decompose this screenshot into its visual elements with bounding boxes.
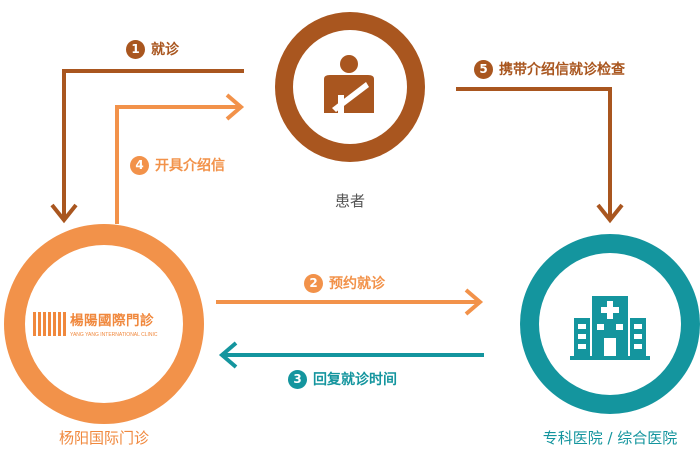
arrow-hospital-to-clinic: [218, 341, 484, 369]
clinic-logo-text: 楊陽國際門診 YANG YANG INTERNATIONAL CLINIC: [70, 313, 170, 339]
step-3-number: 3: [288, 369, 307, 389]
step-3-text: 回复就诊时间: [313, 372, 397, 388]
clinic-name: 杨阳国际门诊: [58, 429, 149, 447]
step-4-number: 4: [130, 155, 149, 175]
hospital-name: 专科医院 / 综合医院: [542, 429, 678, 447]
hospital-icon: [570, 296, 650, 360]
step-5-label: 5 携带介绍信就诊检查: [474, 59, 625, 79]
step-1-label: 1 就诊: [126, 39, 179, 59]
arrow-patient-to-clinic: [50, 69, 244, 224]
step-1-number: 1: [126, 39, 145, 59]
step-4-text: 开具介绍信: [155, 158, 225, 174]
clinic-node: [4, 224, 204, 424]
clinic-logo-english: YANG YANG INTERNATIONAL CLINIC: [70, 332, 158, 338]
hospital-node: [520, 234, 700, 414]
step-1-text: 就诊: [151, 42, 179, 58]
step-2-number: 2: [304, 273, 323, 293]
patient-icon: [324, 55, 374, 113]
arrow-clinic-to-hospital: [216, 288, 484, 316]
step-2-label: 2 预约就诊: [304, 273, 385, 293]
arrow-patient-to-hospital: [456, 87, 624, 224]
clinic-logo-chinese: 楊陽國際門診: [70, 313, 154, 329]
step-2-text: 预约就诊: [329, 276, 385, 292]
clinic-logo-icon: [33, 312, 66, 346]
step-4-label: 4 开具介绍信: [130, 155, 225, 175]
step-3-label: 3 回复就诊时间: [288, 369, 397, 389]
patient-name: 患者: [334, 192, 365, 210]
step-5-text: 携带介绍信就诊检查: [499, 62, 625, 78]
arrow-clinic-to-patient: [115, 93, 245, 224]
step-5-number: 5: [474, 59, 493, 79]
patient-node: [275, 12, 425, 162]
